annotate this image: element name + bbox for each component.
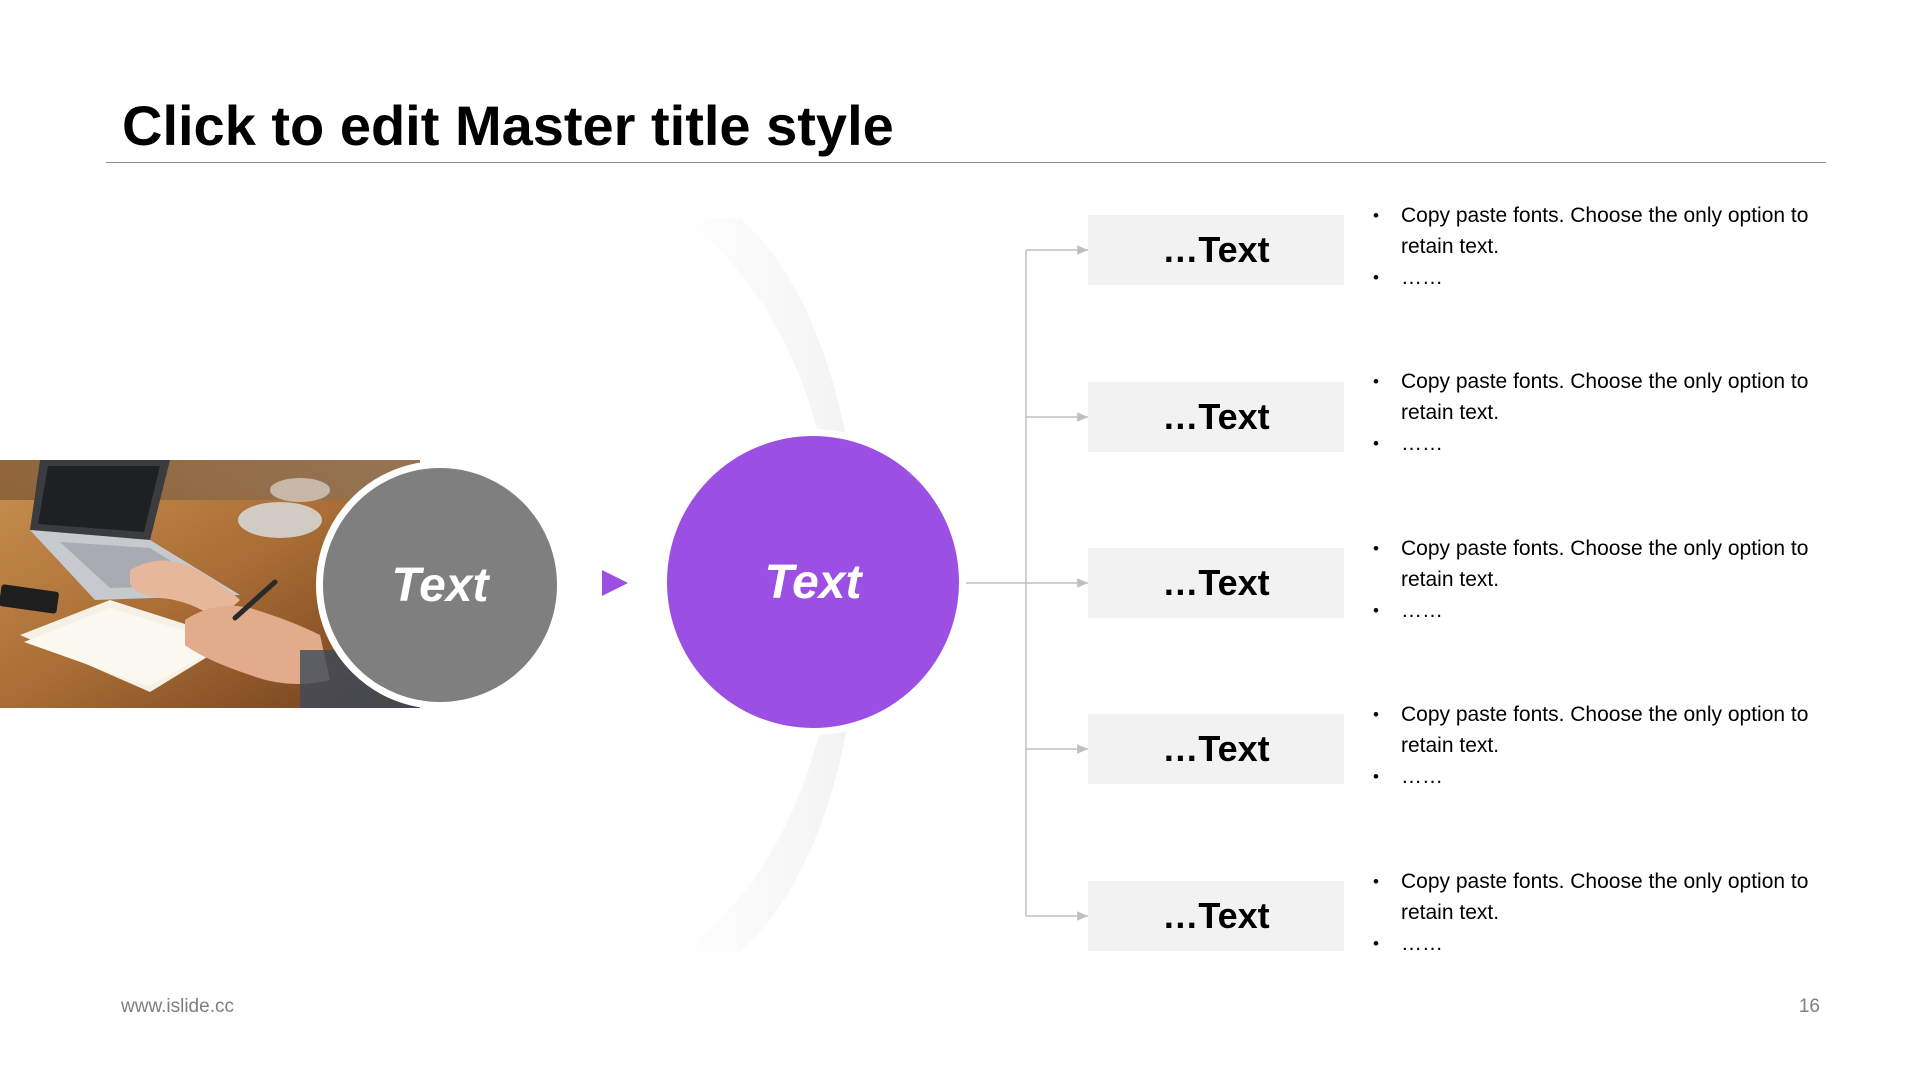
bullet-item: …… (1373, 928, 1843, 959)
bullet-item: Copy paste fonts. Choose the only option… (1373, 366, 1843, 428)
background-arc (680, 218, 860, 952)
branch-notes-5[interactable]: Copy paste fonts. Choose the only option… (1373, 866, 1843, 959)
branch-notes-4[interactable]: Copy paste fonts. Choose the only option… (1373, 699, 1843, 792)
bullet-item: …… (1373, 761, 1843, 792)
branch-box-2[interactable]: …Text (1088, 382, 1344, 452)
branch-notes-3[interactable]: Copy paste fonts. Choose the only option… (1373, 533, 1843, 626)
bullet-item: Copy paste fonts. Choose the only option… (1373, 200, 1843, 262)
bullet-item: …… (1373, 595, 1843, 626)
bullet-item: Copy paste fonts. Choose the only option… (1373, 533, 1843, 595)
bullet-item: …… (1373, 428, 1843, 459)
branch-notes-2[interactable]: Copy paste fonts. Choose the only option… (1373, 366, 1843, 459)
footer-url: www.islide.cc (121, 996, 234, 1017)
triangle-arrow-icon (602, 570, 628, 596)
desk-photo (0, 460, 420, 708)
bullet-item: Copy paste fonts. Choose the only option… (1373, 866, 1843, 928)
slide-title[interactable]: Click to edit Master title style (122, 94, 894, 157)
source-circle[interactable]: Text (316, 461, 564, 709)
branch-box-3[interactable]: …Text (1088, 548, 1344, 618)
title-divider (106, 162, 1826, 163)
hub-circle[interactable]: Text (660, 429, 966, 735)
bullet-item: Copy paste fonts. Choose the only option… (1373, 699, 1843, 761)
branch-notes-1[interactable]: Copy paste fonts. Choose the only option… (1373, 200, 1843, 293)
branch-box-1[interactable]: …Text (1088, 215, 1344, 285)
branch-box-4[interactable]: …Text (1088, 714, 1344, 784)
page-number: 16 (1798, 996, 1820, 1017)
source-label: Text (391, 558, 489, 612)
bullet-item: …… (1373, 262, 1843, 293)
branch-box-5[interactable]: …Text (1088, 881, 1344, 951)
hub-label: Text (764, 555, 862, 609)
